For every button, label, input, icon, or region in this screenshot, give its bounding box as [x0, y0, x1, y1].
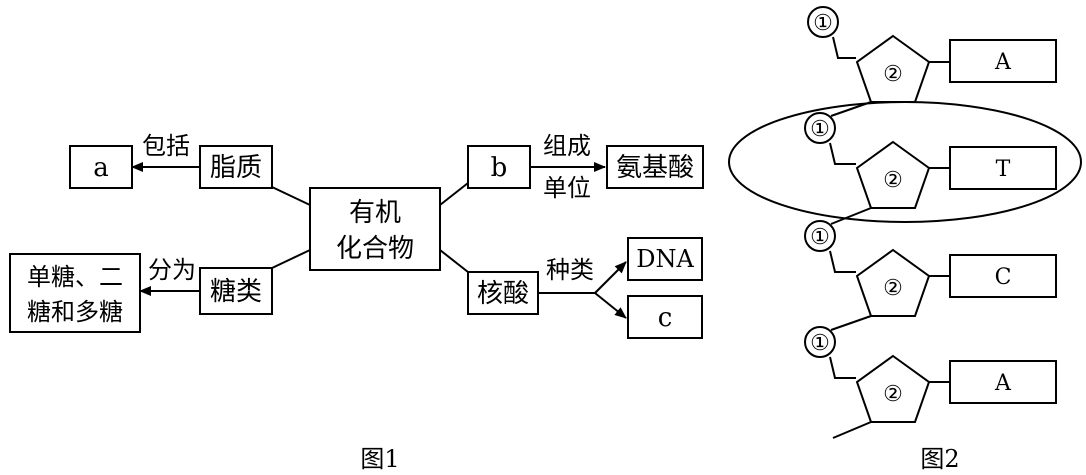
sugar-pentagon-2 — [855, 140, 931, 209]
phosphate-link-4 — [829, 356, 856, 379]
base-box-4 — [949, 360, 1057, 404]
center-label-line1: 有机 — [349, 198, 401, 228]
phosphate-4-label: ① — [810, 331, 830, 356]
phosphate-2-label: ① — [810, 117, 830, 142]
nucleic-label: 核酸 — [477, 279, 529, 309]
sugar-pentagon-3 — [855, 248, 931, 317]
figure-1: 有机 化合物 脂质 包括 a 糖类 分为 单糖、二 糖和多糖 b 组成 单位 氨… — [9, 132, 704, 473]
center-label-line2: 化合物 — [336, 234, 414, 264]
compose-label-line2: 单位 — [543, 174, 591, 202]
connector-center-b — [439, 182, 469, 206]
nucleotide-1: ① ② A — [807, 6, 1057, 103]
phosphate-3 — [804, 220, 836, 252]
lipid-box — [199, 145, 273, 189]
kinds-label: 种类 — [546, 256, 594, 284]
c-box — [627, 295, 703, 339]
phosphate-link-2 — [829, 142, 856, 165]
compose-label-line1: 组成 — [543, 132, 591, 160]
c-label: c — [658, 303, 673, 333]
sugar-label: 糖类 — [210, 277, 262, 307]
dna-label: DNA — [636, 245, 694, 273]
a-box — [69, 145, 133, 189]
nucleotide-4: ① ② A — [804, 326, 1057, 423]
figure-2: ① ② A ① ② T ① ② — [728, 6, 1082, 473]
phosphate-1-label: ① — [813, 11, 833, 36]
base-box-3 — [949, 254, 1057, 298]
amino-acid-box — [606, 145, 704, 189]
base-1-label: A — [994, 50, 1012, 75]
connector-center-sugar — [271, 249, 311, 269]
figure-1-caption: 图1 — [360, 445, 399, 473]
nucleic-box — [467, 271, 539, 315]
connector-center-lipid — [271, 186, 311, 206]
a-label: a — [93, 153, 109, 183]
phosphate-3-label: ① — [810, 225, 830, 250]
sugar-4-label: ② — [883, 382, 903, 407]
figure-2-caption: 图2 — [920, 445, 959, 473]
phosphate-4 — [804, 326, 836, 358]
base-4-label: A — [994, 371, 1012, 396]
sugar-pentagon-4 — [855, 354, 931, 423]
phosphate-link-3 — [829, 250, 856, 273]
sugar-3-label: ② — [883, 276, 903, 301]
sugar-2-label: ② — [883, 168, 903, 193]
connector-center-nucleic — [439, 249, 469, 273]
sugar-types-box — [9, 253, 141, 333]
sugar-types-line1: 单糖、二 — [27, 263, 123, 291]
amino-acid-label: 氨基酸 — [616, 153, 694, 183]
sugar-pentagon-1 — [855, 34, 931, 103]
backbone-3-4 — [830, 315, 872, 331]
lipid-label: 脂质 — [210, 153, 262, 183]
base-3-label: C — [995, 265, 1012, 290]
base-box-2 — [949, 146, 1057, 190]
sugar-types-line2: 糖和多糖 — [27, 298, 123, 326]
arrow-to-c — [594, 292, 627, 319]
backbone-1-2 — [830, 101, 872, 117]
backbone-2-3 — [830, 207, 872, 225]
base-2-label: T — [996, 157, 1011, 182]
base-box-1 — [949, 39, 1057, 83]
b-box — [467, 145, 531, 189]
sugar-box — [199, 267, 273, 315]
include-label: 包括 — [142, 132, 190, 160]
sugar-1-label: ② — [883, 62, 903, 87]
phosphate-2 — [804, 112, 836, 144]
divide-label: 分为 — [148, 256, 196, 284]
b-label: b — [491, 153, 508, 183]
arrow-to-dna — [594, 261, 627, 294]
backbone-tail — [832, 421, 872, 439]
center-box — [309, 187, 441, 271]
nucleotide-2: ① ② T — [804, 112, 1057, 209]
phosphate-1 — [807, 6, 839, 38]
phosphate-link-1 — [832, 36, 856, 59]
nucleotide-3: ① ② C — [804, 220, 1057, 317]
dna-box — [627, 237, 703, 281]
